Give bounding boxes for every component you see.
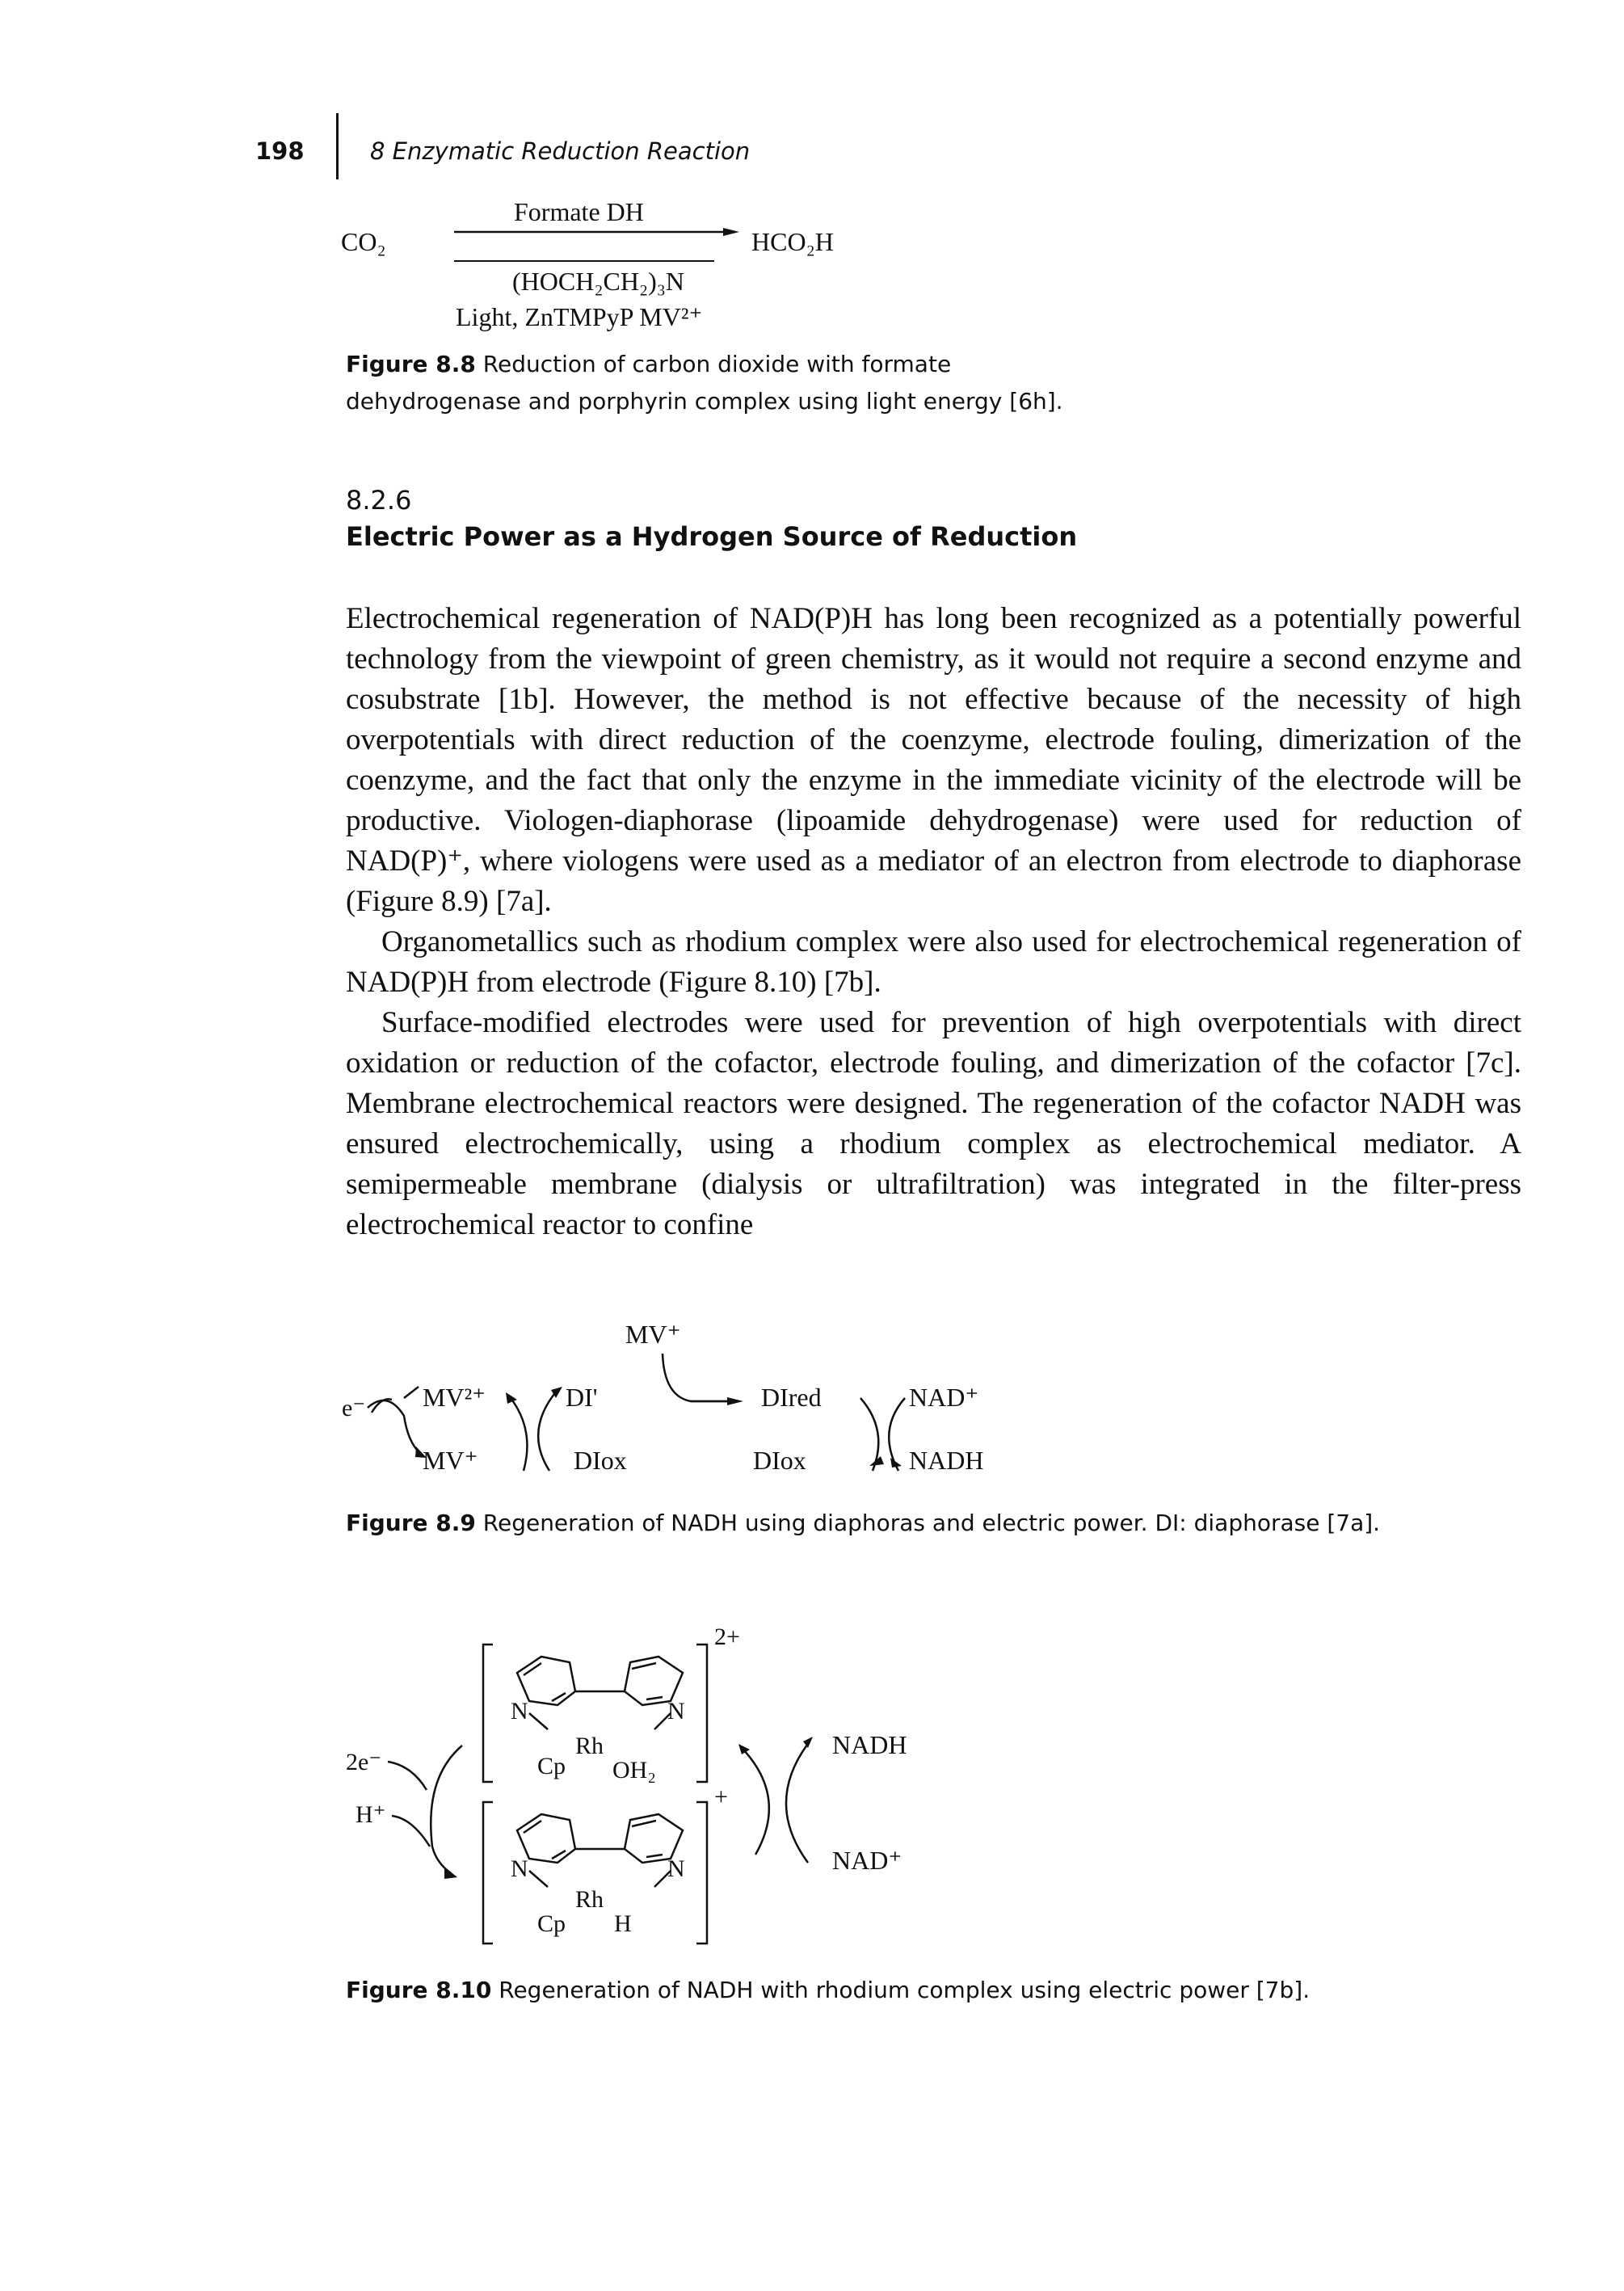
rh-top: Rh (575, 1733, 604, 1759)
nad-cross-2 (785, 1741, 810, 1864)
two-e-curve (387, 1760, 428, 1791)
above-arrow-label: Formate DH (514, 197, 644, 226)
dired-label: DIred (761, 1383, 822, 1412)
figure-8-10-scheme: N N Rh Cp OH₂ 2+ N N Rh Cp H + 2e⁻ H⁺ NA… (346, 1623, 907, 1945)
chapter-title: 8 Enzymatic Reduction Reaction (370, 137, 751, 165)
left-cycle-arrow (430, 1745, 463, 1875)
nad-plus-label: NAD⁺ (909, 1383, 978, 1412)
product-hco2h: HCO₂H (751, 227, 834, 256)
electron-curve (367, 1399, 421, 1454)
caption-text: Regeneration of NADH with rhodium comple… (499, 1977, 1311, 2003)
di-nad-cross-1 (860, 1397, 880, 1472)
paragraph: Organometallics such as rhodium complex … (346, 925, 1521, 999)
body-text: Electrochemical regeneration of NAD(P)H … (346, 599, 1521, 1245)
below-arrow-label: (HOCH₂CH₂)₃N (512, 267, 684, 296)
nad-plus-label: NAD⁺ (832, 1846, 902, 1875)
nadh-label: NADH (832, 1730, 907, 1759)
caption-label: Figure 8.8 (346, 351, 476, 377)
figure-8-8-caption: Figure 8.8 Reduction of carbon dioxide w… (346, 346, 1073, 420)
conditions-label: Light, ZnTMPyP MV²⁺ (456, 302, 702, 331)
nadh-label: NADH (909, 1446, 983, 1475)
header-rule (336, 113, 339, 179)
cp-top: Cp (537, 1753, 566, 1779)
h-plus-curve (391, 1814, 431, 1847)
mv2plus-label: MV²⁺ (423, 1383, 486, 1412)
figure-8-9-scheme: MV⁺ e⁻ MV²⁺ MV⁺ DI' DIox DIred DIox NAD⁺… (342, 1320, 983, 1475)
n-right-bottom: N (667, 1855, 685, 1882)
mv-plus-top: MV⁺ (625, 1320, 680, 1349)
diox-2-label: DIox (753, 1446, 806, 1475)
nad-cross-1 (743, 1749, 770, 1855)
figure-8-8-scheme: CO₂ Formate DH (HOCH₂CH₂)₃N HCO₂H Light,… (341, 197, 834, 331)
mv-di-cross-2 (536, 1389, 558, 1472)
charge-bottom: + (714, 1784, 728, 1810)
oh2-ligand: OH₂ (612, 1757, 656, 1784)
two-e-label: 2e⁻ (346, 1749, 381, 1775)
di-prime-label: DI' (566, 1383, 598, 1412)
caption-text: Regeneration of NADH using diaphoras and… (482, 1510, 1381, 1536)
caption-label: Figure 8.10 (346, 1977, 492, 2003)
section-title: Electric Power as a Hydrogen Source of R… (346, 521, 1078, 552)
reactant-co2: CO₂ (341, 227, 386, 256)
charge-top: 2+ (714, 1623, 740, 1650)
caption-text: Reduction of carbon dioxide with formate… (346, 351, 1063, 415)
rh-bottom: Rh (575, 1886, 604, 1913)
figure-8-9-caption: Figure 8.9 Regeneration of NADH using di… (346, 1505, 1525, 1542)
n-left-top: N (511, 1698, 528, 1725)
mv-di-cross-1 (509, 1397, 528, 1472)
n-left-bottom: N (511, 1855, 528, 1882)
reaction-arrow-head (723, 228, 739, 236)
h-ligand: H (614, 1910, 632, 1937)
n-right-top: N (667, 1698, 685, 1725)
caption-label: Figure 8.9 (346, 1510, 476, 1536)
electron-label: e⁻ (342, 1395, 365, 1421)
rh-hydride-complex (482, 1800, 709, 1945)
rh-aqua-complex (482, 1643, 709, 1784)
figure-8-10-caption: Figure 8.10 Regeneration of NADH with rh… (346, 1972, 1525, 2009)
paragraph: Electrochemical regeneration of NAD(P)H … (346, 602, 1521, 918)
mv-to-dired-arrow (661, 1353, 731, 1403)
cp-bottom: Cp (537, 1910, 566, 1937)
h-plus-label: H⁺ (356, 1801, 386, 1828)
page-number: 198 (255, 137, 305, 165)
diox-1-label: DIox (574, 1446, 627, 1475)
paragraph: Surface-modified electrodes were used fo… (346, 1006, 1521, 1241)
mv-plus-bottom: MV⁺ (423, 1446, 478, 1475)
section-number: 8.2.6 (346, 485, 412, 516)
